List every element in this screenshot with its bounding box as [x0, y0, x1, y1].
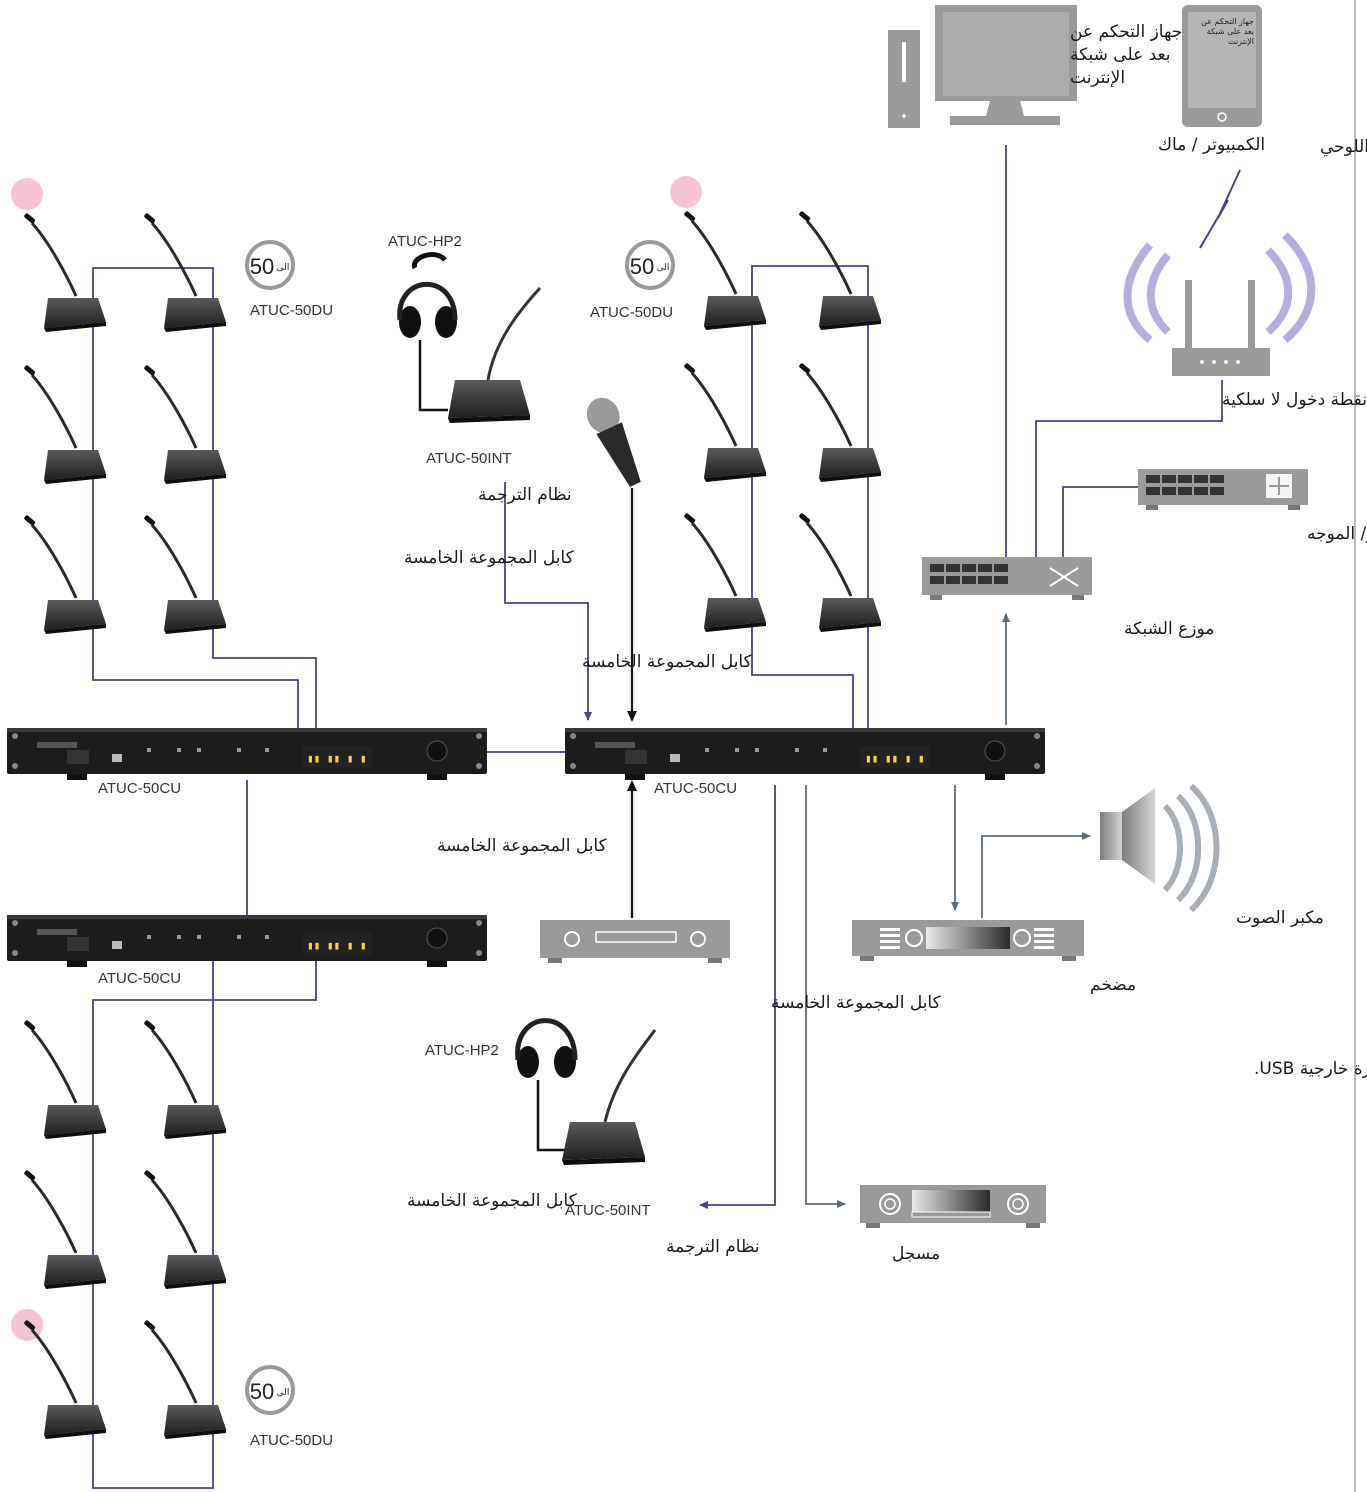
label-amplifier: مضخم [1090, 975, 1136, 995]
label-atuc-50cu-1: ATUC-50CU [98, 780, 181, 797]
label-interpretation-top: نظام الترجمة [478, 485, 572, 505]
tally-light [11, 178, 43, 210]
tablet-device: جهاز التحكم عن بعد على شبكة الإنترنت [1182, 5, 1262, 127]
label-atuc-hp2-top: ATUC-HP2 [388, 233, 462, 250]
label-atuc-50du-2: ATUC-50DU [590, 304, 673, 321]
label-network-switch: موزع الشبكة [1124, 619, 1214, 639]
computer-device [888, 5, 1077, 128]
label-atuc-hp2-bottom: ATUC-HP2 [425, 1042, 499, 1059]
label-cat5-cable-5: كابل المجموعة الخامسة [407, 1191, 578, 1211]
label-tablet: الكمبيوتر اللوحي [1320, 137, 1367, 157]
svg-text:الإنترنت: الإنترنت [1228, 37, 1254, 47]
label-cat5-cable-3: كابل المجموعة الخامسة [437, 836, 608, 856]
upto-50-badge-bottom: 50 الى [245, 1365, 295, 1415]
router-device [1138, 469, 1308, 510]
label-usb-recorder: مسجل صوتي مدمج في أجهزة ذاكرة خارجية USB… [1254, 1057, 1367, 1079]
tally-light [670, 176, 702, 208]
svg-text:50: 50 [630, 254, 654, 279]
svg-text:بعد على شبكة: بعد على شبكة [1070, 45, 1170, 65]
label-atuc-50du-1: ATUC-50DU [250, 302, 333, 319]
label-atuc-50du-3: ATUC-50DU [250, 1432, 333, 1449]
atuc-50cu-rack-3 [6, 914, 488, 968]
audio-player-device [540, 920, 730, 963]
handheld-microphone [586, 397, 641, 487]
label-atuc-50cu-3: ATUC-50CU [98, 970, 181, 987]
mic-group-middle [670, 176, 883, 634]
speaker-device [1100, 783, 1220, 913]
svg-text:50: 50 [250, 1379, 274, 1404]
label-wireless-ap: نقطة دخول لا سلكية [1222, 390, 1367, 410]
svg-text:الإنترنت: الإنترنت [1070, 68, 1125, 88]
recorder-device [860, 1185, 1046, 1228]
upto-50-badge-middle: 50 الى [625, 240, 675, 290]
label-router: المسيّر/ الموجه [1307, 524, 1367, 544]
signal-arrows [805, 613, 1091, 1208]
svg-text:الى: الى [277, 1388, 290, 1398]
svg-text:50: 50 [250, 254, 274, 279]
interpreter-unit-bottom [515, 1018, 657, 1165]
label-atuc-50int-top: ATUC-50INT [426, 450, 512, 467]
label-atuc-50int-bottom: ATUC-50INT [565, 1202, 651, 1219]
cables [92, 145, 1223, 1489]
svg-text:جهاز التحكم عن: جهاز التحكم عن [1201, 17, 1254, 26]
label-recorder: مسجل [892, 1244, 940, 1264]
label-atuc-50cu-2: ATUC-50CU [654, 780, 737, 797]
upto-50-badge-top-left: 50 الى [245, 240, 295, 290]
label-interpretation-bottom: نظام الترجمة [666, 1237, 760, 1257]
network-switch-device [922, 557, 1092, 600]
label-cat5-cable-1: كابل المجموعة الخامسة [404, 548, 575, 568]
atuc-50cu-rack-1 [6, 727, 488, 781]
amplifier-device [852, 920, 1084, 961]
svg-text:الى: الى [657, 263, 670, 273]
mic-group-bottom [11, 1018, 228, 1441]
atuc-50cu-rack-2 [564, 727, 1046, 781]
label-speaker: مكبر الصوت [1236, 908, 1324, 928]
svg-text:جهاز التحكم عن: جهاز التحكم عن [1070, 22, 1182, 42]
label-pc-mac: الكمبيوتر / ماك [1158, 135, 1265, 155]
mic-group-top-left [11, 178, 228, 636]
label-cat5-cable-4: كابل المجموعة الخامسة [771, 993, 942, 1013]
svg-text:الى: الى [277, 263, 290, 273]
wireless-ap-device [1123, 169, 1316, 376]
computer-screen-text: جهاز التحكم عن بعد على شبكة الإنترنت [1070, 22, 1182, 88]
labels: ATUC-50DU ATUC-50DU ATUC-50DU ATUC-HP2 A… [98, 135, 1367, 1449]
interpreter-unit-top [397, 252, 542, 423]
label-cat5-cable-2: كابل المجموعة الخامسة [582, 652, 753, 672]
svg-text:بعد على شبكة: بعد على شبكة [1207, 27, 1254, 36]
